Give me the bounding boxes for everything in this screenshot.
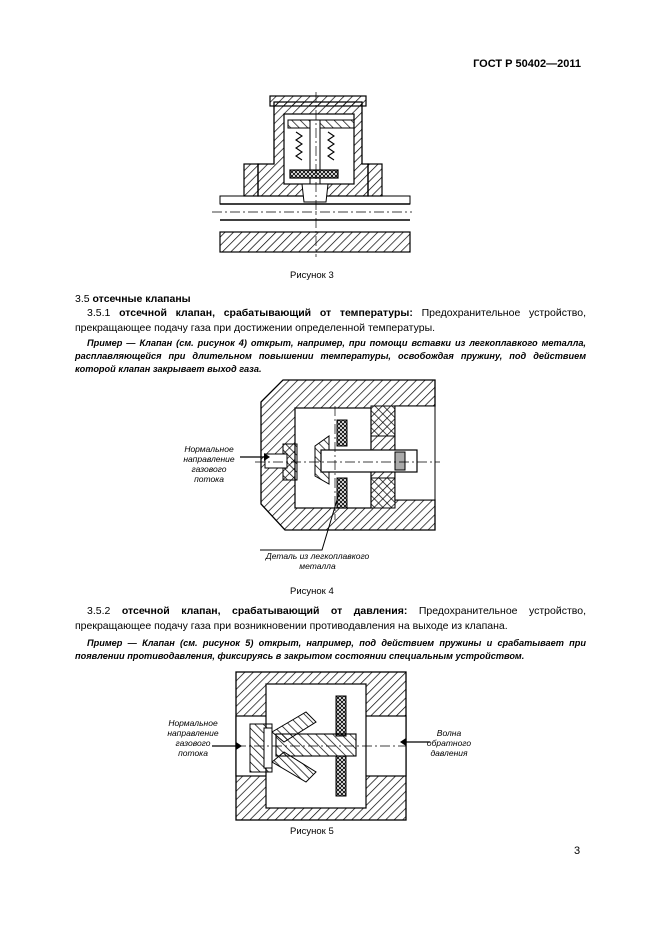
- term-number: 3.5.2: [87, 605, 111, 617]
- figure-3-drawing: [212, 92, 412, 257]
- example-3-5-2: Пример — Клапан (см. рисунок 5) открыт, …: [75, 637, 586, 663]
- example-3-5-1: Пример — Клапан (см. рисунок 4) открыт, …: [75, 337, 586, 376]
- term-title: отсечной клапан, срабатывающий от темпер…: [119, 307, 413, 319]
- term-definition: Предохранительное устройство, прекращающ…: [75, 605, 587, 632]
- figure-3-caption: Рисунок 3: [290, 270, 334, 281]
- figure-4-part-label: Деталь из легкоплавкого металла: [265, 551, 370, 571]
- figure-4-flow-label: Нормальное направление газового потока: [183, 444, 235, 484]
- figure-5-drawing: [235, 671, 407, 821]
- term-3-5-1: 3.5.1 отсечной клапан, срабатывающий от …: [75, 306, 586, 336]
- page-number: 3: [574, 845, 581, 857]
- figure-4-caption: Рисунок 4: [290, 586, 334, 597]
- example-label: Пример —: [87, 638, 137, 648]
- section-number: 3.5: [75, 293, 90, 305]
- term-3-5-2: 3.5.2 отсечной клапан, срабатывающий от …: [75, 604, 586, 634]
- figure-4-drawing: [255, 379, 440, 531]
- section-heading: 3.5 отсечные клапаны: [75, 292, 586, 307]
- backpressure-arrow: [400, 738, 430, 746]
- document-header: ГОСТ Р 50402—2011: [473, 58, 581, 70]
- figure-5-caption: Рисунок 5: [290, 826, 334, 837]
- section-title: отсечные клапаны: [92, 293, 191, 305]
- term-number: 3.5.1: [87, 307, 111, 319]
- example-text: Клапан (см. рисунок 4) открыт, например,…: [75, 338, 586, 374]
- flow-arrow: [240, 453, 270, 461]
- figure-5-backpressure-label: Волна обратного давления: [426, 728, 472, 758]
- term-definition: Предохранительное устройство, прекращающ…: [75, 307, 587, 334]
- figure-5-flow-label: Нормальное направление газового потока: [167, 718, 219, 758]
- flow-arrow-in: [212, 742, 242, 750]
- example-text: Клапан (см. рисунок 5) открыт, например,…: [75, 638, 586, 661]
- term-title: отсечной клапан, срабатывающий от давлен…: [121, 605, 408, 617]
- example-label: Пример —: [87, 338, 136, 348]
- figure-4-leader-line: [260, 489, 341, 551]
